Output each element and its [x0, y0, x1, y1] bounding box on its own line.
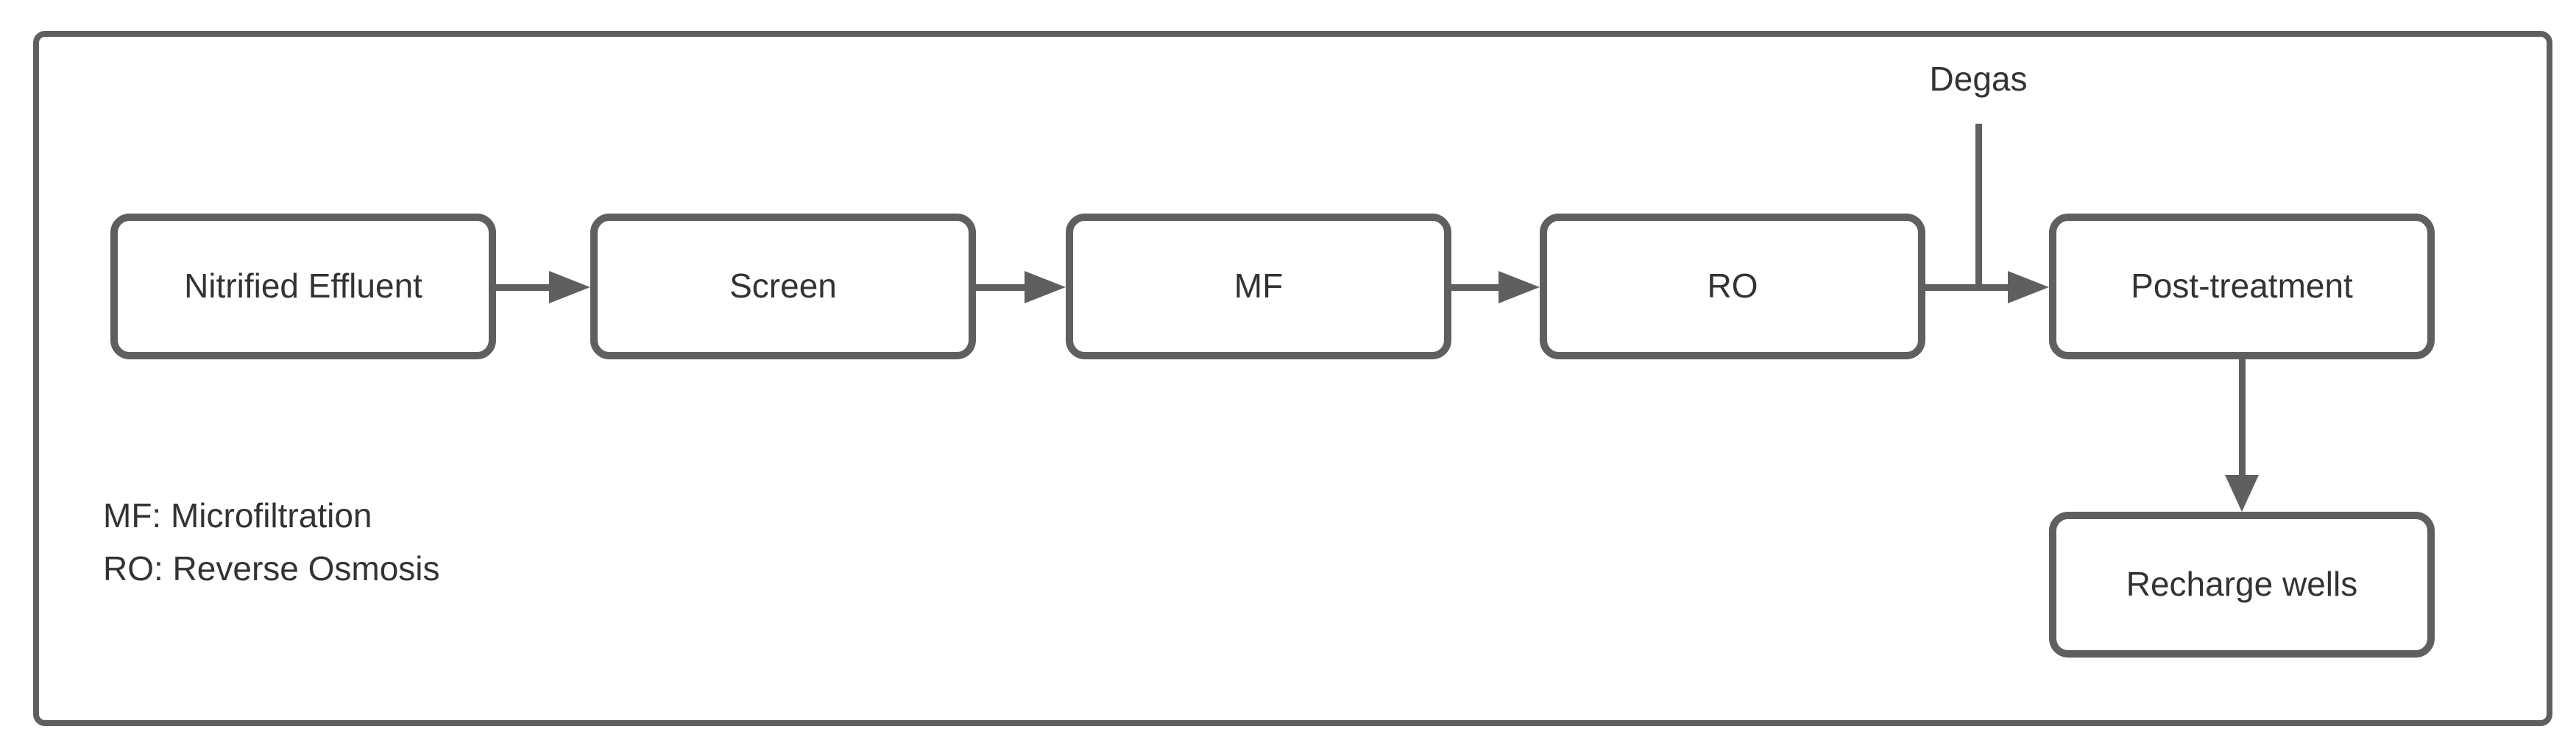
node-mf-label: MF — [1234, 267, 1284, 306]
edge-degas-line — [1975, 124, 1982, 291]
edge-screen-to-mf — [976, 284, 1027, 291]
node-recharge-wells: Recharge wells — [2049, 512, 2435, 658]
legend-line-ro: RO: Reverse Osmosis — [103, 549, 440, 588]
edge-post-treatment-to-recharge-wells-arrowhead-icon — [2225, 475, 2259, 512]
edge-mf-to-ro-arrowhead-icon — [1498, 271, 1540, 303]
edge-nitrified-to-screen — [495, 284, 552, 291]
diagram-border — [33, 31, 2552, 726]
node-nitrified-effluent-label: Nitrified Effluent — [184, 267, 422, 306]
edge-ro-to-post-treatment — [1925, 284, 2011, 291]
node-mf: MF — [1066, 214, 1451, 359]
edge-mf-to-ro — [1451, 284, 1501, 291]
edge-screen-to-mf-arrowhead-icon — [1025, 271, 1066, 303]
node-recharge-wells-label: Recharge wells — [2126, 565, 2358, 604]
edge-nitrified-to-screen-arrowhead-icon — [549, 271, 590, 303]
node-nitrified-effluent: Nitrified Effluent — [110, 214, 496, 359]
node-ro-label: RO — [1707, 267, 1758, 306]
node-ro: RO — [1540, 214, 1925, 359]
node-post-treatment-label: Post-treatment — [2131, 267, 2353, 306]
node-screen: Screen — [590, 214, 976, 359]
legend-line-mf: MF: Microfiltration — [103, 496, 372, 535]
edge-post-treatment-to-recharge-wells — [2239, 359, 2246, 479]
degas-label: Degas — [1929, 60, 2028, 98]
node-screen-label: Screen — [729, 267, 837, 306]
edge-ro-to-post-treatment-arrowhead-icon — [2008, 271, 2049, 303]
legend: MF: Microfiltration RO: Reverse Osmosis — [103, 489, 440, 595]
node-post-treatment: Post-treatment — [2049, 214, 2435, 359]
